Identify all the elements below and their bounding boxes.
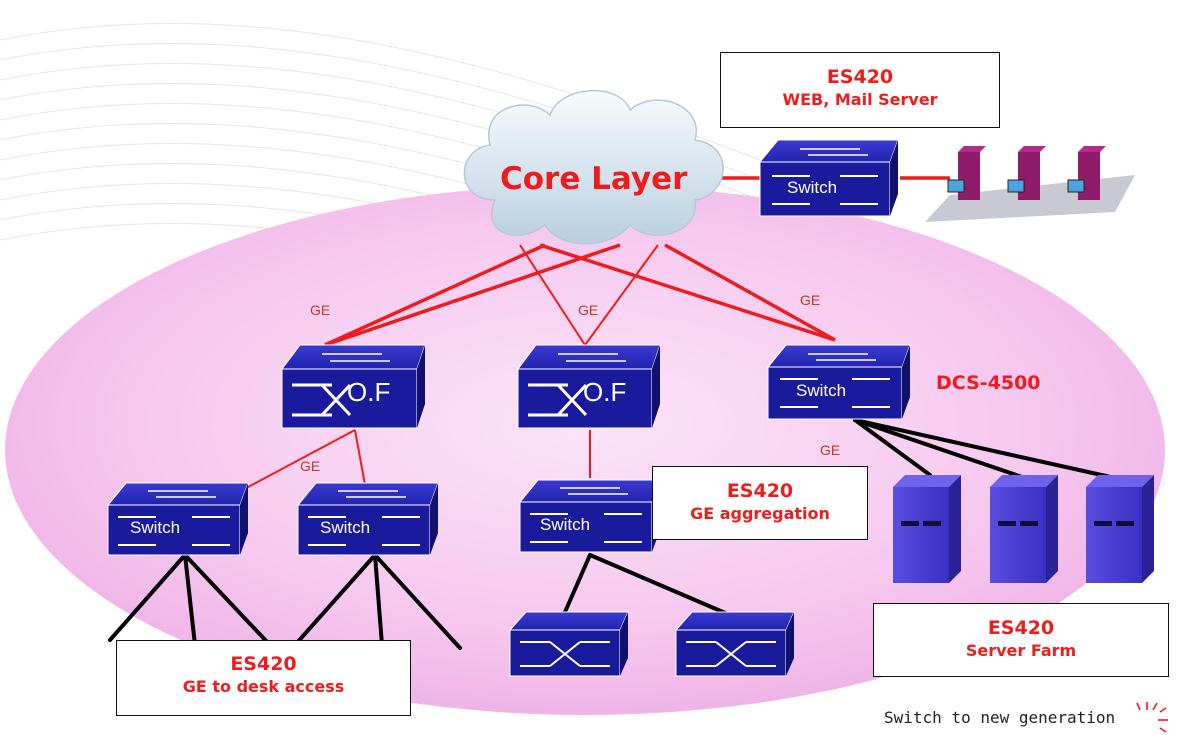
switch-label-access-2: Switch [320,518,371,537]
switch-of-left [281,344,426,429]
ge-label-4: GE [300,458,321,474]
server-farm-tower-1 [893,475,961,583]
server-icon-3 [1067,146,1106,200]
web-mail-server-rack [925,146,1135,222]
server-farm-tower-2 [990,475,1058,583]
label-aggregation-role: GE aggregation [690,504,830,523]
switch-access-1 [106,482,249,556]
core-cloud [463,90,724,245]
ge-label-3: GE [800,292,821,308]
label-aggregation: ES420 GE aggregation [652,466,868,540]
of-label-middle: O.F [583,377,627,407]
switch-label-access-1: Switch [130,518,181,537]
label-desk-access-model: ES420 [230,653,297,675]
switch-dcs [766,344,911,420]
label-aggregation-model: ES420 [726,480,794,502]
switch-access-2 [296,482,439,556]
label-web-mail: ES420 WEB, Mail Server [720,52,1000,128]
of-label-left: O.F [347,377,391,407]
switch-web-mail [758,139,899,217]
switch-label-web: Switch [787,178,838,197]
label-server-farm-model: ES420 [987,617,1055,639]
access-links [108,418,1117,650]
ge-label-2: GE [578,302,599,318]
server-farm-tower-3 [1086,475,1154,583]
switch-aggregation [518,479,661,553]
label-server-farm: ES420 Server Farm [873,603,1169,677]
core-layer-label: Core Layer [500,161,688,197]
switch-edge-2 [674,611,795,677]
sparkle-icon [1136,702,1168,733]
access-domain-ellipse [5,185,1165,715]
label-web-mail-model: ES420 [826,66,894,88]
dcs-label: DCS-4500 [936,372,1041,394]
ge-label-5: GE [820,442,841,458]
label-desk-access-role: GE to desk access [182,677,345,696]
server-icon-2 [1007,146,1046,200]
switch-of-middle [517,344,661,429]
switch-label-aggregation: Switch [540,515,591,534]
switch-label-dcs: Switch [796,381,847,400]
ge-label-1: GE [310,302,331,318]
label-web-mail-role: WEB, Mail Server [782,90,938,109]
label-server-farm-role: Server Farm [965,641,1077,660]
label-desk-access: ES420 GE to desk access [116,640,411,716]
switch-edge-1 [508,611,629,677]
server-icon-1 [947,146,986,200]
tagline: Switch to new generation [884,708,1116,727]
